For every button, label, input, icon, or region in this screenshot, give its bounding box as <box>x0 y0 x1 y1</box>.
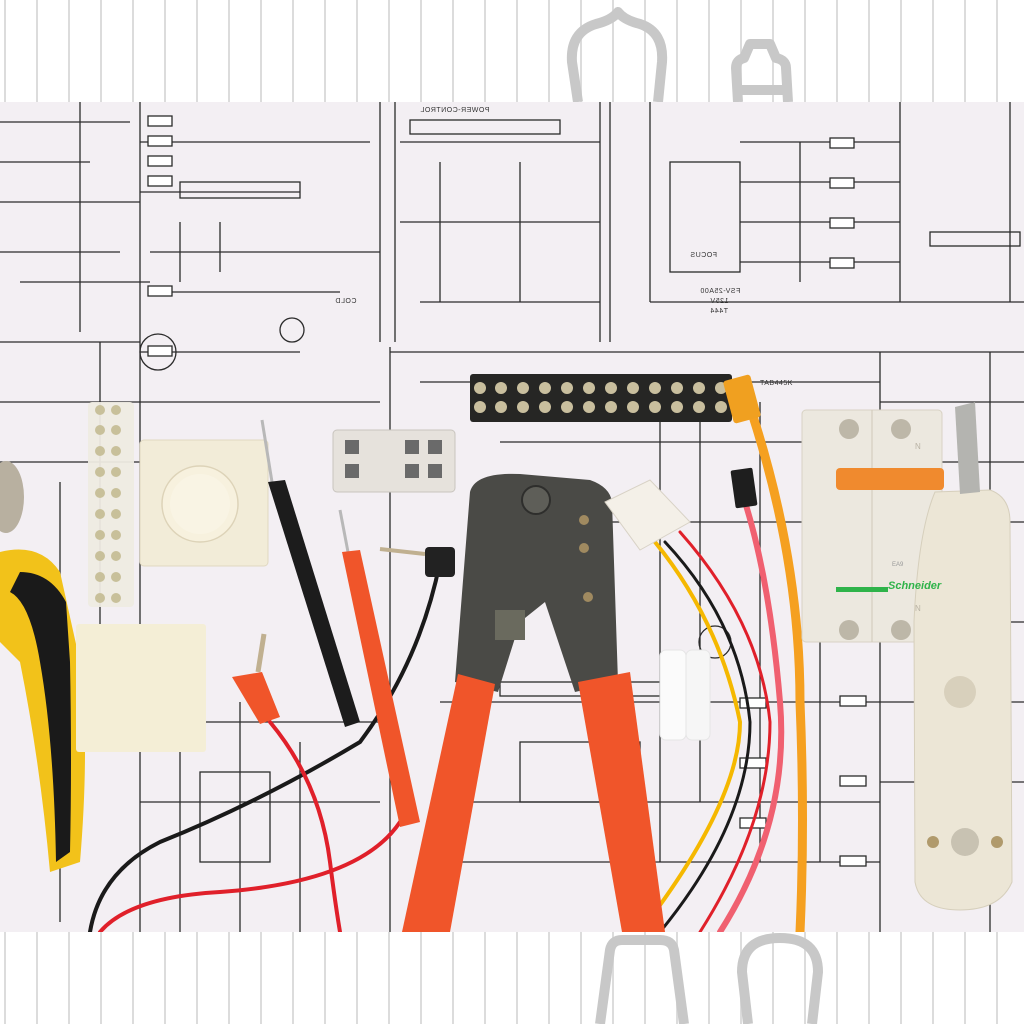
schematic-label-voltage: 125V <box>710 298 729 305</box>
tools-photo: COLD FOCUS T444 125V FSV-25A00 TAB445K P… <box>0 102 1024 932</box>
schematic-label-focus: FOCUS <box>690 252 717 259</box>
schematic-label-power-control: POWER-CONTROL <box>420 107 490 114</box>
schematic-label-ic: TAB445K <box>760 380 793 387</box>
bulb-outline-bottom-icon <box>737 933 823 1024</box>
molex-connector <box>604 479 691 551</box>
top-striped-band <box>0 0 1024 102</box>
top-outline-shapes <box>566 7 793 102</box>
dimmer-switch <box>139 439 269 567</box>
breaker-terminal-label-top: N <box>915 442 921 451</box>
blank-cover-plate <box>76 624 206 752</box>
red-probe <box>338 509 420 827</box>
punch-down-tool <box>913 402 1013 911</box>
yellow-connector <box>723 374 761 424</box>
grey-connector-block <box>332 429 456 493</box>
terminal-block-black <box>470 374 732 422</box>
black-probe <box>260 419 360 727</box>
plug-outline-icon <box>731 39 793 102</box>
probe-outline-icon <box>595 935 689 1024</box>
schneider-breaker <box>801 409 944 643</box>
terminal-strip-white <box>88 402 134 607</box>
white-spacers <box>659 649 711 741</box>
schematic-label-transformer: T444 <box>710 308 728 315</box>
red-banana-plug <box>232 633 280 724</box>
bottom-striped-band <box>0 932 1024 1024</box>
pliers <box>0 461 85 872</box>
breaker-terminal-label-bottom: N <box>915 604 921 613</box>
schematic-label-cold: COLD <box>335 298 357 305</box>
bottom-outline-shapes <box>595 933 823 1024</box>
black-sata-connector <box>730 467 758 509</box>
breaker-brand-label: Schneider <box>888 580 942 592</box>
schematic-and-tools <box>0 102 1024 932</box>
crimping-tool <box>402 473 665 932</box>
test-lead-wires <box>88 387 807 932</box>
schematic-label-part: FSV-25A00 <box>700 288 741 295</box>
black-banana-plug <box>379 547 455 577</box>
breaker-model-label: EA9 <box>892 562 904 568</box>
bulb-outline-icon <box>566 7 668 102</box>
